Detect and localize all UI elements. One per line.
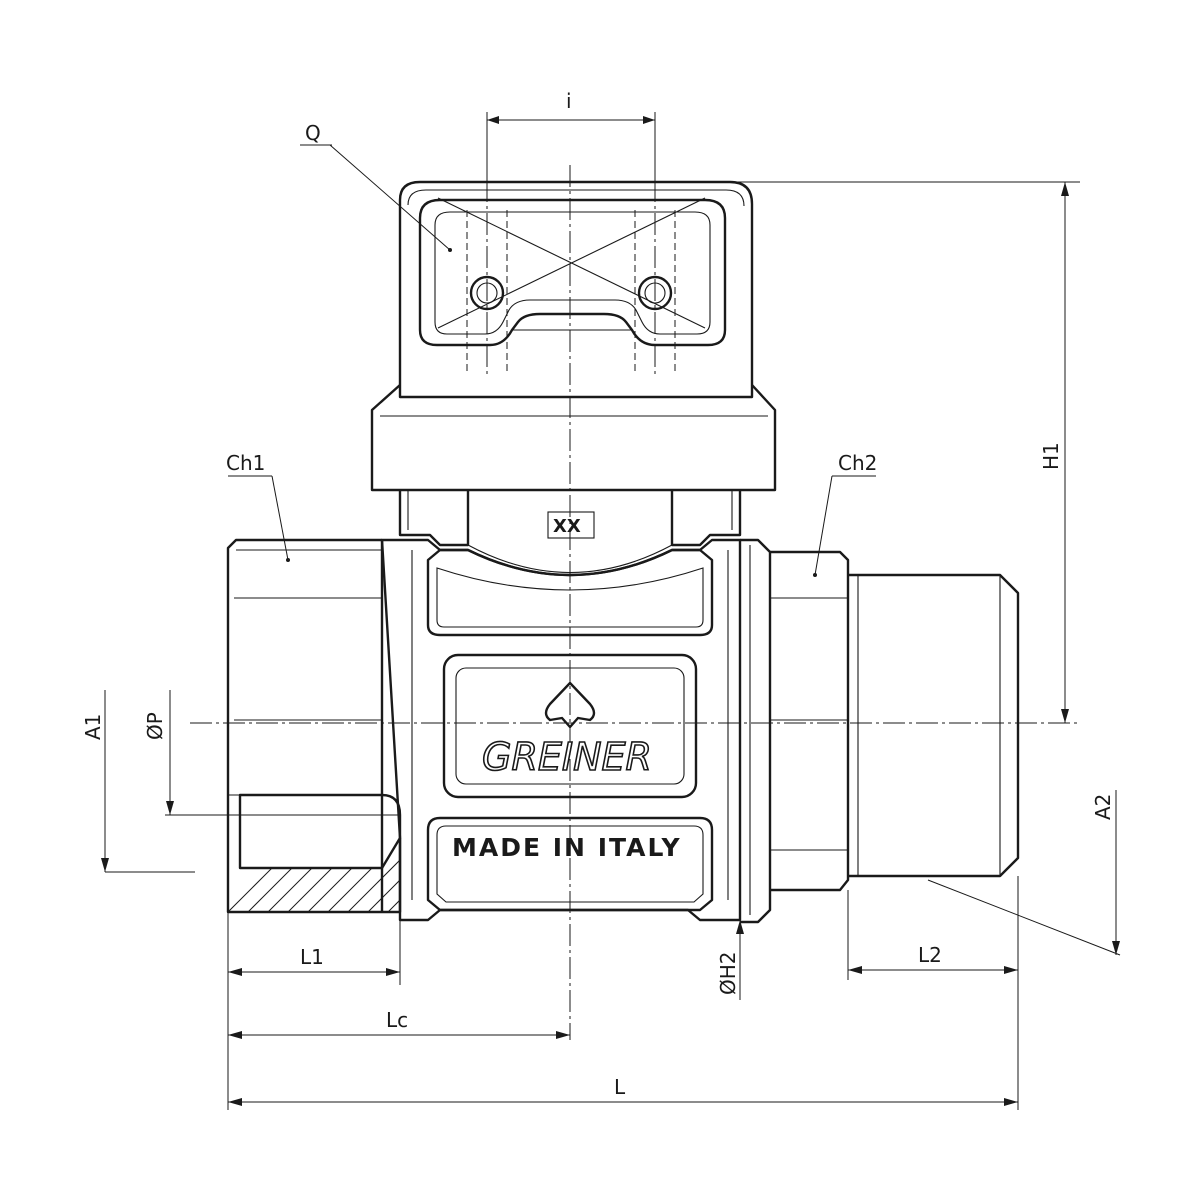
dimension-h1 — [720, 181, 1080, 723]
label-l: L — [614, 1075, 626, 1099]
brand-marking: GREINER — [482, 735, 652, 779]
leader-q — [329, 144, 451, 251]
dimension-l2 — [847, 890, 1018, 980]
label-phi-h2: ØH2 — [716, 951, 740, 995]
code-box — [547, 511, 595, 539]
dimension-a2 — [927, 790, 1121, 956]
dimension-lc — [228, 1031, 570, 1039]
dimension-phi-h2 — [736, 920, 744, 1000]
left-female-end — [226, 538, 402, 914]
label-h1: H1 — [1039, 442, 1063, 470]
label-ch1: Ch1 — [226, 451, 265, 475]
dimension-i — [486, 112, 656, 180]
label-a1: A1 — [81, 714, 105, 740]
label-phi-p: ØP — [143, 712, 167, 740]
label-q: Q — [305, 121, 321, 145]
label-ch2: Ch2 — [838, 451, 877, 475]
dimension-l1 — [227, 912, 401, 1110]
label-lc: Lc — [386, 1008, 408, 1032]
leader-ch2 — [814, 475, 833, 576]
label-i: i — [566, 89, 572, 113]
dimension-phi-p — [165, 690, 400, 816]
valve-body — [380, 538, 742, 922]
leader-ch1 — [271, 475, 289, 561]
label-l1: L1 — [300, 945, 324, 969]
origin-marking: MADE IN ITALY — [452, 833, 682, 862]
dimension-a1 — [101, 690, 195, 873]
valve-stem — [398, 490, 742, 573]
handle-cap — [370, 180, 777, 492]
right-male-end — [740, 538, 1020, 924]
label-a2: A2 — [1091, 794, 1115, 820]
code-marking: XX — [553, 516, 581, 537]
label-l2: L2 — [918, 943, 942, 967]
dimension-l — [228, 876, 1019, 1110]
